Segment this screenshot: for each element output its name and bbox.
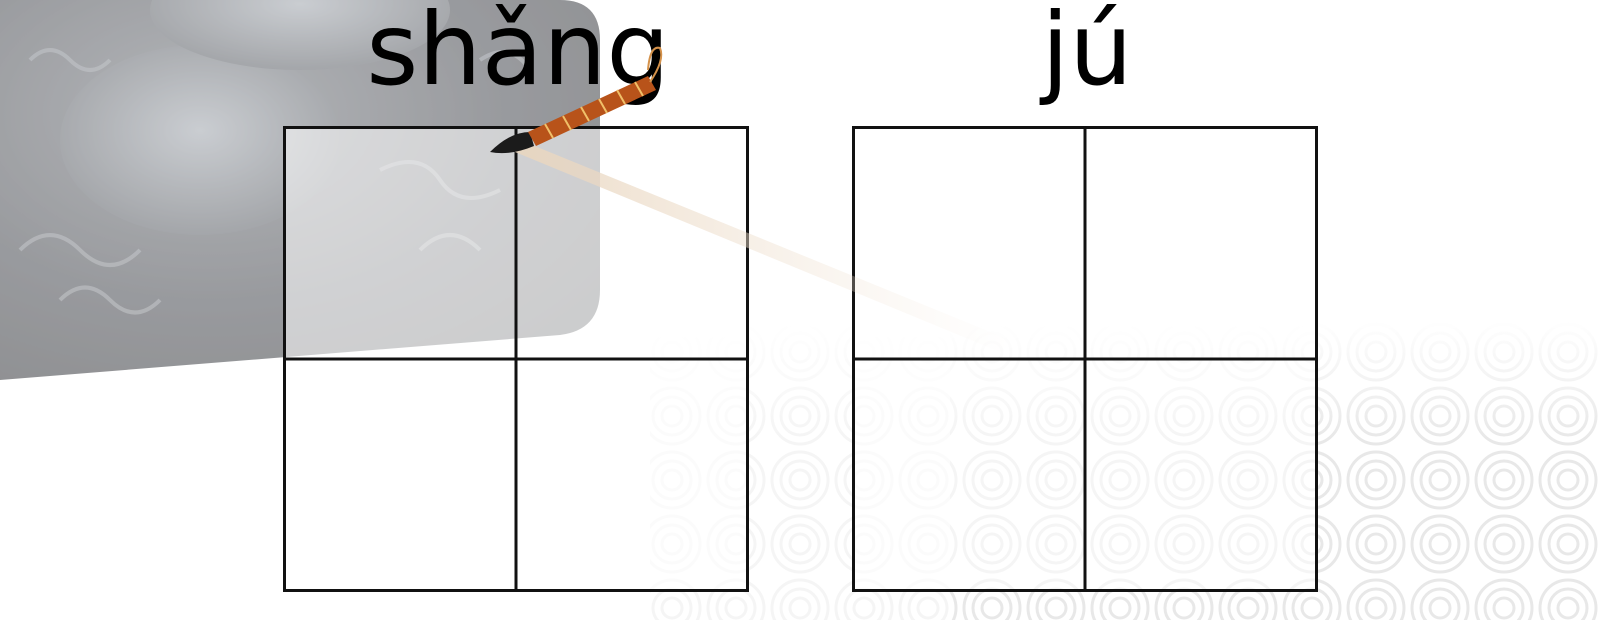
grid-horizontal-line (855, 357, 1315, 361)
pinyin-label: jú (1041, 0, 1133, 108)
character-writing-grid[interactable] (283, 126, 749, 592)
pinyin-label: shǎng (366, 0, 670, 108)
grid-horizontal-line (286, 357, 746, 361)
character-writing-grid[interactable] (852, 126, 1318, 592)
